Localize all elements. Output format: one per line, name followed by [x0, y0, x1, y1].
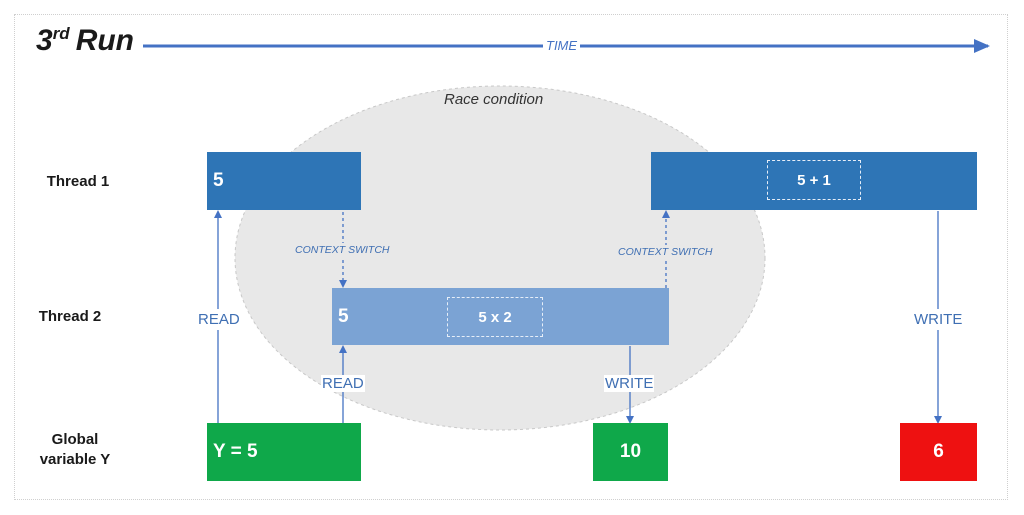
time-label: TIME [543, 38, 581, 54]
global-after-thread2-value: 10 [619, 441, 642, 462]
row-label-global-line2: variable Y [39, 451, 111, 468]
run-number-suffix: rd [52, 24, 70, 43]
thread2-operation: 5 x 2 [447, 297, 543, 337]
global-after-thread1-box: 6 [900, 423, 977, 481]
run-word: Run [75, 24, 135, 57]
write-label-1: WRITE [913, 309, 964, 330]
thread2-box: 5 5 x 2 [332, 288, 669, 345]
race-condition-label: Race condition [444, 91, 544, 108]
context-switch-label-1: CONTEXT SWITCH [294, 243, 391, 257]
thread1-read-box: 5 [207, 152, 361, 210]
read-label-2: READ [321, 375, 365, 392]
global-after-thread1-value: 6 [933, 441, 944, 462]
thread2-operation-text: 5 x 2 [478, 308, 512, 326]
row-label-global: Global variable Y [35, 430, 115, 470]
row-label-global-line1: Global [51, 431, 99, 448]
global-initial-value: Y = 5 [213, 441, 258, 462]
run-number: 3 [36, 24, 53, 57]
thread1-operation-text: 5 + 1 [797, 171, 831, 189]
run-title: 3rd Run [36, 24, 134, 58]
thread1-operation: 5 + 1 [767, 160, 861, 200]
diagram-frame [14, 14, 1008, 500]
read-label-1: READ [197, 309, 241, 330]
global-initial-box: Y = 5 [207, 423, 361, 481]
write-label-2: WRITE [604, 375, 655, 392]
context-switch-label-2: CONTEXT SWITCH [617, 245, 714, 259]
thread1-read-value: 5 [213, 170, 224, 191]
thread1-compute-box: 5 + 1 [651, 152, 977, 210]
global-after-thread2-box: 10 [593, 423, 668, 481]
row-label-thread1: Thread 1 [46, 173, 110, 190]
thread2-read-value: 5 [338, 305, 349, 327]
row-label-thread2: Thread 2 [38, 308, 102, 325]
